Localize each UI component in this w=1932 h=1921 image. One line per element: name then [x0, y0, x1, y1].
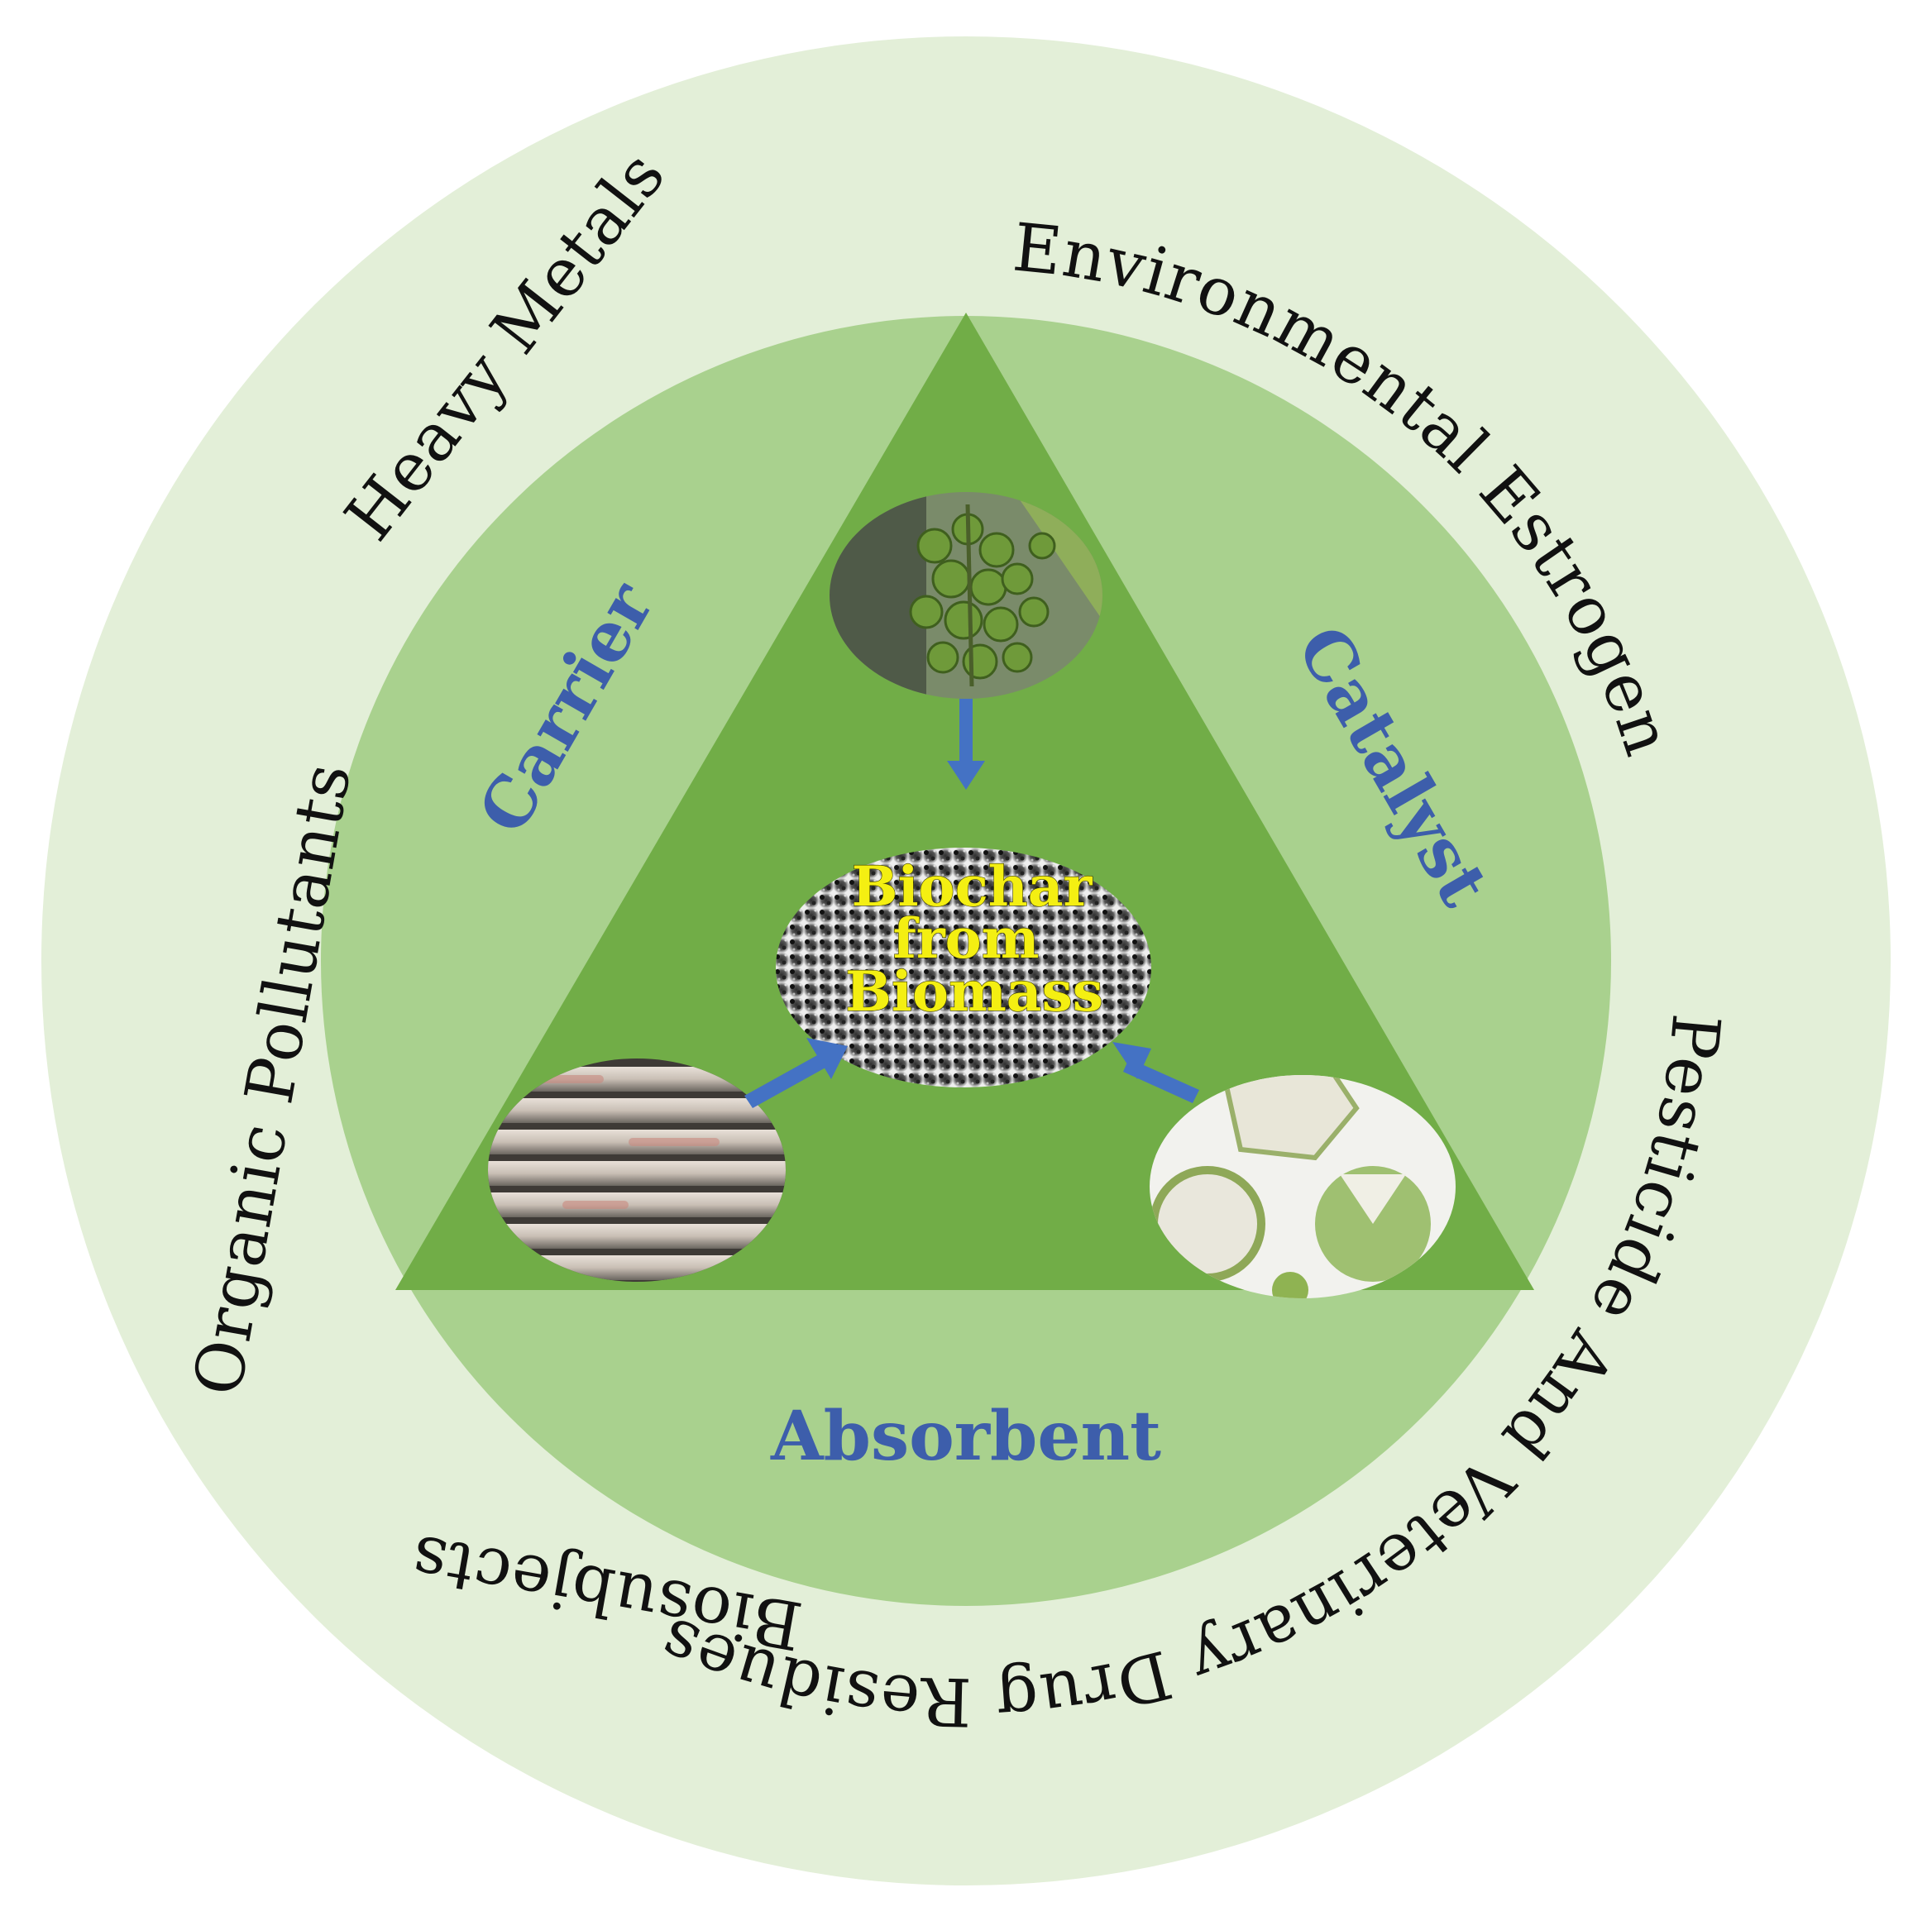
berries-photo [830, 492, 1102, 699]
center-line-1: Biochar [852, 854, 1093, 919]
center-line-3: Biomass [845, 959, 1103, 1024]
reed-stems-photo [488, 1058, 786, 1282]
role-absorbent: Absorbent [770, 1397, 1161, 1476]
arrow-top-to-center [947, 699, 985, 790]
arrow-left-to-center [744, 1038, 848, 1108]
center-line-2: from [892, 906, 1039, 971]
pomelo-peel-photo [1150, 1075, 1456, 1298]
center-triangle [395, 313, 1534, 1290]
arrow-right-to-center [1112, 1042, 1199, 1103]
